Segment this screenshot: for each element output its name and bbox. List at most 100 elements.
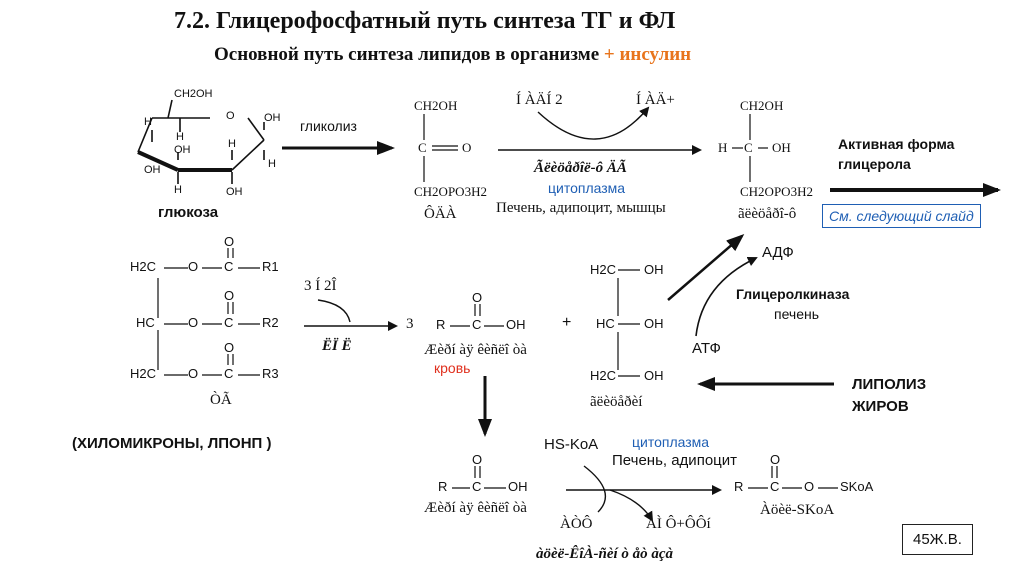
tg-name: ÒÃ <box>210 392 232 408</box>
glycerol-carbon-3: H2C <box>590 368 617 383</box>
glucose-h5: H <box>268 158 276 170</box>
page-subtitle: Основной путь синтеза липидов в организм… <box>214 44 691 66</box>
glucose-ring-o: O <box>226 110 235 122</box>
hs-coa-label: HS-KoA <box>544 436 599 453</box>
lipolysis-label: ЛИПОЛИЗ ЖИРОВ <box>852 376 927 415</box>
tg-o-1: O <box>188 259 199 274</box>
page-title: 7.2. Глицерофосфатный путь синтеза ТГ и … <box>174 8 676 34</box>
acyl-coa-o: O <box>804 479 815 494</box>
tg-c-1: C <box>224 259 234 274</box>
activation-substrate-c: C <box>472 479 482 494</box>
coa-atp-curve <box>583 465 607 513</box>
g3p-left: H <box>718 140 728 155</box>
activation-tissues: Печень, адипоцит <box>612 452 737 469</box>
glycerol-bonds <box>617 269 640 377</box>
glycerol-name: ãëèöåðèí <box>590 394 643 410</box>
lpl-water: 3 Í 2Î <box>304 278 337 294</box>
dhap-name: ÔÄÀ <box>424 206 457 222</box>
reaction1-enzyme: Ãëèöåðîë-ô ÄÃ <box>534 160 627 176</box>
insulin-accent: + инсулин <box>603 44 692 65</box>
activation-location: цитоплазма <box>632 434 710 450</box>
glucose-ch2oh: CH2OH <box>174 88 213 100</box>
acyl-coa-o-top: O <box>770 452 781 467</box>
glucose-h4: H <box>174 184 182 196</box>
g3p-name: ãëèöåðî-ô <box>738 206 797 222</box>
acyl-coa-skoa: SKoA <box>840 479 874 494</box>
glycerol-carbon-2: HC <box>596 316 615 331</box>
author-box: 45Ж.В. <box>902 524 973 555</box>
adp-label: АДФ <box>762 244 794 261</box>
plus-sign: + <box>562 314 572 331</box>
tg-r-3: R3 <box>262 366 279 381</box>
subtitle-text: Основной путь синтеза липидов в организм… <box>214 44 600 65</box>
tg-r-1: R1 <box>262 259 279 274</box>
glucose-oh4: OH <box>264 112 281 124</box>
tg-top-o-3: O <box>224 340 235 355</box>
activation-atp: ÀÒÔ <box>560 516 593 532</box>
g3p-top: CH2OH <box>740 98 784 113</box>
tg-c-2: C <box>224 315 234 330</box>
tg-c-3: C <box>224 366 234 381</box>
glucose-h3: H <box>228 138 236 150</box>
activation-enzyme: àöèë-ÊîÀ-ñèí ò åò àçà <box>536 546 674 562</box>
g3p-center: C <box>744 140 753 155</box>
glucose-oh3: OH <box>226 186 243 198</box>
glycerol-kinase-tissue: печень <box>774 306 820 322</box>
glycerol-oh-2: OH <box>644 316 664 331</box>
fa-r: R <box>436 317 446 332</box>
g3p-right: OH <box>772 140 791 155</box>
tg-carbon-2: HC <box>136 315 155 330</box>
acyl-coa-name: Àöèë-SKoA <box>760 502 835 518</box>
activation-substrate-bonds <box>452 466 506 489</box>
activation-substrate-oh: OH <box>508 479 528 494</box>
dhap-top: CH2OH <box>414 98 458 113</box>
glucose-ring <box>137 99 265 184</box>
glucose-oh2: OH <box>174 144 191 156</box>
acyl-coa-bonds <box>748 466 838 489</box>
lpl-coefficient: 3 <box>406 316 414 332</box>
activation-substrate-o-top: O <box>472 452 483 467</box>
glucose-h2: H <box>176 131 184 143</box>
next-slide-link[interactable]: См. следующий слайд <box>822 204 981 228</box>
glucose-oh1: OH <box>144 164 161 176</box>
tg-r-2: R2 <box>262 315 279 330</box>
glycerol-kinase-arrow <box>667 234 745 301</box>
glycolysis-label: гликолиз <box>300 118 357 134</box>
acyl-coa-c: C <box>770 479 780 494</box>
water-curve <box>317 299 351 323</box>
glucose-h1: H <box>144 116 152 128</box>
tg-carbon-3: H2C <box>130 366 157 381</box>
dhap-bonds <box>423 114 458 182</box>
glycerol-oh-3: OH <box>644 368 664 383</box>
tg-carbon-1: H2C <box>130 259 157 274</box>
g3p-bottom: CH2OPO3H2 <box>740 184 813 199</box>
fa-oh: OH <box>506 317 526 332</box>
activation-products: ÀÌ Ô+ÔÔí <box>646 516 711 532</box>
dhap-bottom: CH2OPO3H2 <box>414 184 487 199</box>
nadh-curve <box>537 106 650 140</box>
fa-location: кровь <box>434 360 471 376</box>
activation-substrate-r: R <box>438 479 448 494</box>
fatty-acid-bonds <box>450 304 504 327</box>
dhap-right: O <box>462 140 472 155</box>
g3p-bonds <box>732 114 768 182</box>
atp-adp-curve <box>695 256 758 337</box>
tg-o-3: O <box>188 366 199 381</box>
glycerol-oh-1: OH <box>644 262 664 277</box>
dhap-center: C <box>418 140 427 155</box>
atp-label: АТФ <box>692 340 721 357</box>
tg-bonds <box>157 248 260 376</box>
lpl-enzyme: ËÏ Ë <box>322 338 352 354</box>
fa-name: Æèðí àÿ êèñëî òà <box>424 342 527 358</box>
tg-top-o-1: O <box>224 234 235 249</box>
glucose-name: глюкоза <box>158 204 219 221</box>
fa-o-top: O <box>472 290 483 305</box>
active-form-label: Активная форма глицерола <box>838 136 955 172</box>
products-curve <box>609 489 654 522</box>
reaction1-tissues: Печень, адипоцит, мышцы <box>496 200 666 216</box>
reaction1-location: цитоплазма <box>548 180 626 196</box>
nad-label: Í ÀÄ+ <box>636 92 675 108</box>
activation-substrate-name: Æèðí àÿ êèñëî òà <box>424 500 527 516</box>
